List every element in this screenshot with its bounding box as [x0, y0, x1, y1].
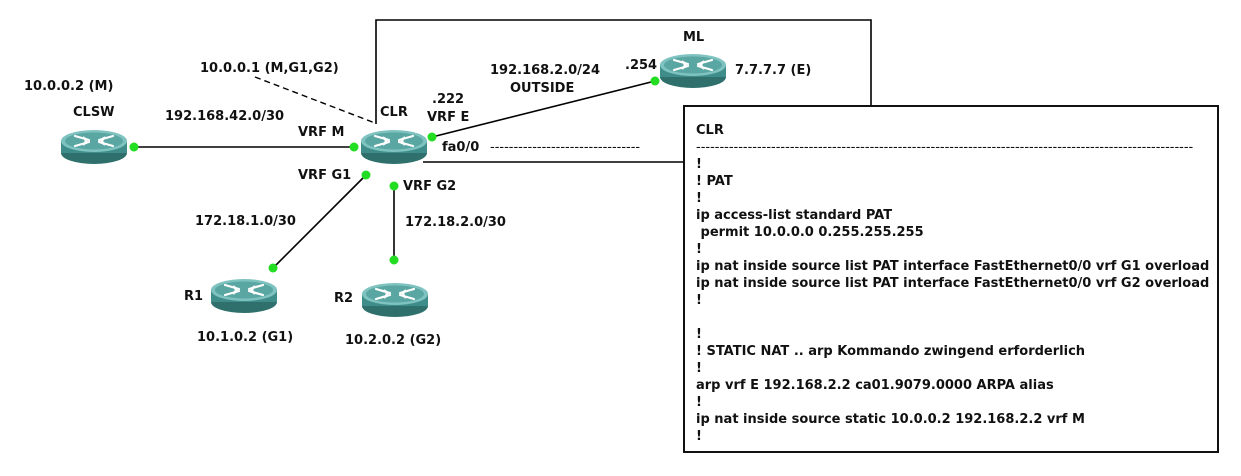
config-line: permit 10.0.0.0 0.255.255.255	[696, 225, 924, 240]
config-line: ! PAT	[696, 174, 733, 189]
ml-subnet: 192.168.2.0/24	[490, 63, 601, 78]
vrf-g2-label: VRF G2	[403, 179, 457, 194]
ml-address: 7.7.7.7 (E)	[735, 63, 812, 78]
r2-address: 10.2.0.2 (G2)	[345, 333, 442, 348]
router-icon[interactable]	[59, 128, 129, 166]
config-title: CLR	[696, 123, 724, 138]
config-line: ip nat inside source static 10.0.0.2 192…	[696, 412, 1085, 427]
r2-subnet: 172.18.2.0/30	[405, 215, 506, 230]
port-dot	[349, 142, 359, 152]
clr-host-222: .222	[432, 92, 465, 107]
config-panel: CLR ------------------------------------…	[683, 105, 1219, 453]
vrf-g1-label: VRF G1	[298, 168, 352, 183]
port-dot	[129, 142, 139, 152]
link-ml-clr	[431, 80, 656, 138]
config-line: ip nat inside source list PAT interface …	[696, 276, 1210, 291]
r2-name: R2	[334, 291, 354, 306]
config-line: !	[696, 361, 702, 376]
r1-address: 10.1.0.2 (G1)	[197, 330, 294, 345]
ml-name: ML	[683, 30, 705, 45]
outside-label: OUTSIDE	[510, 81, 575, 96]
port-dot	[268, 263, 278, 273]
config-line: ip nat inside source list PAT interface …	[696, 259, 1210, 274]
clr-name: CLR	[380, 105, 408, 120]
config-line: !	[696, 157, 702, 172]
vrf-e-label: VRF E	[427, 110, 470, 125]
config-line: !	[696, 327, 702, 342]
clsw-address: 10.0.0.2 (M)	[24, 79, 114, 94]
r1-name: R1	[184, 289, 204, 304]
config-line: arp vrf E 192.168.2.2 ca01.9079.0000 ARP…	[696, 378, 1054, 393]
config-line: !	[696, 293, 702, 308]
config-line: !	[696, 429, 702, 444]
mgmt-address-label: 10.0.0.1 (M,G1,G2)	[200, 61, 339, 76]
config-line: !	[696, 395, 702, 410]
config-separator: ----------------------------------------…	[696, 140, 1194, 155]
config-line: ip access-list standard PAT	[696, 208, 893, 223]
router-icon[interactable]	[658, 52, 728, 90]
port-dot	[427, 132, 437, 142]
ml-host-254: .254	[625, 58, 658, 73]
link-mgmt-dashed	[254, 76, 376, 124]
config-line: !	[696, 242, 702, 257]
clsw-clr-subnet: 192.168.42.0/30	[165, 109, 285, 124]
r1-subnet: 172.18.1.0/30	[195, 214, 296, 229]
link-r1-clr	[272, 174, 367, 269]
config-line: ! STATIC NAT .. arp Kommando zwingend er…	[696, 344, 1086, 359]
frame-line	[375, 19, 872, 124]
clsw-name: CLSW	[73, 105, 115, 120]
vrf-m-label: VRF M	[298, 125, 345, 140]
fa0-dashes: --------------------------------	[490, 140, 641, 155]
router-icon[interactable]	[209, 277, 279, 315]
fa0-interface-label: fa0/0	[442, 140, 480, 155]
router-icon[interactable]	[360, 281, 430, 319]
router-icon[interactable]	[359, 128, 429, 166]
port-dot	[389, 181, 399, 191]
port-dot	[389, 255, 399, 265]
port-dot	[650, 76, 660, 86]
port-dot	[361, 170, 371, 180]
config-line: !	[696, 191, 702, 206]
